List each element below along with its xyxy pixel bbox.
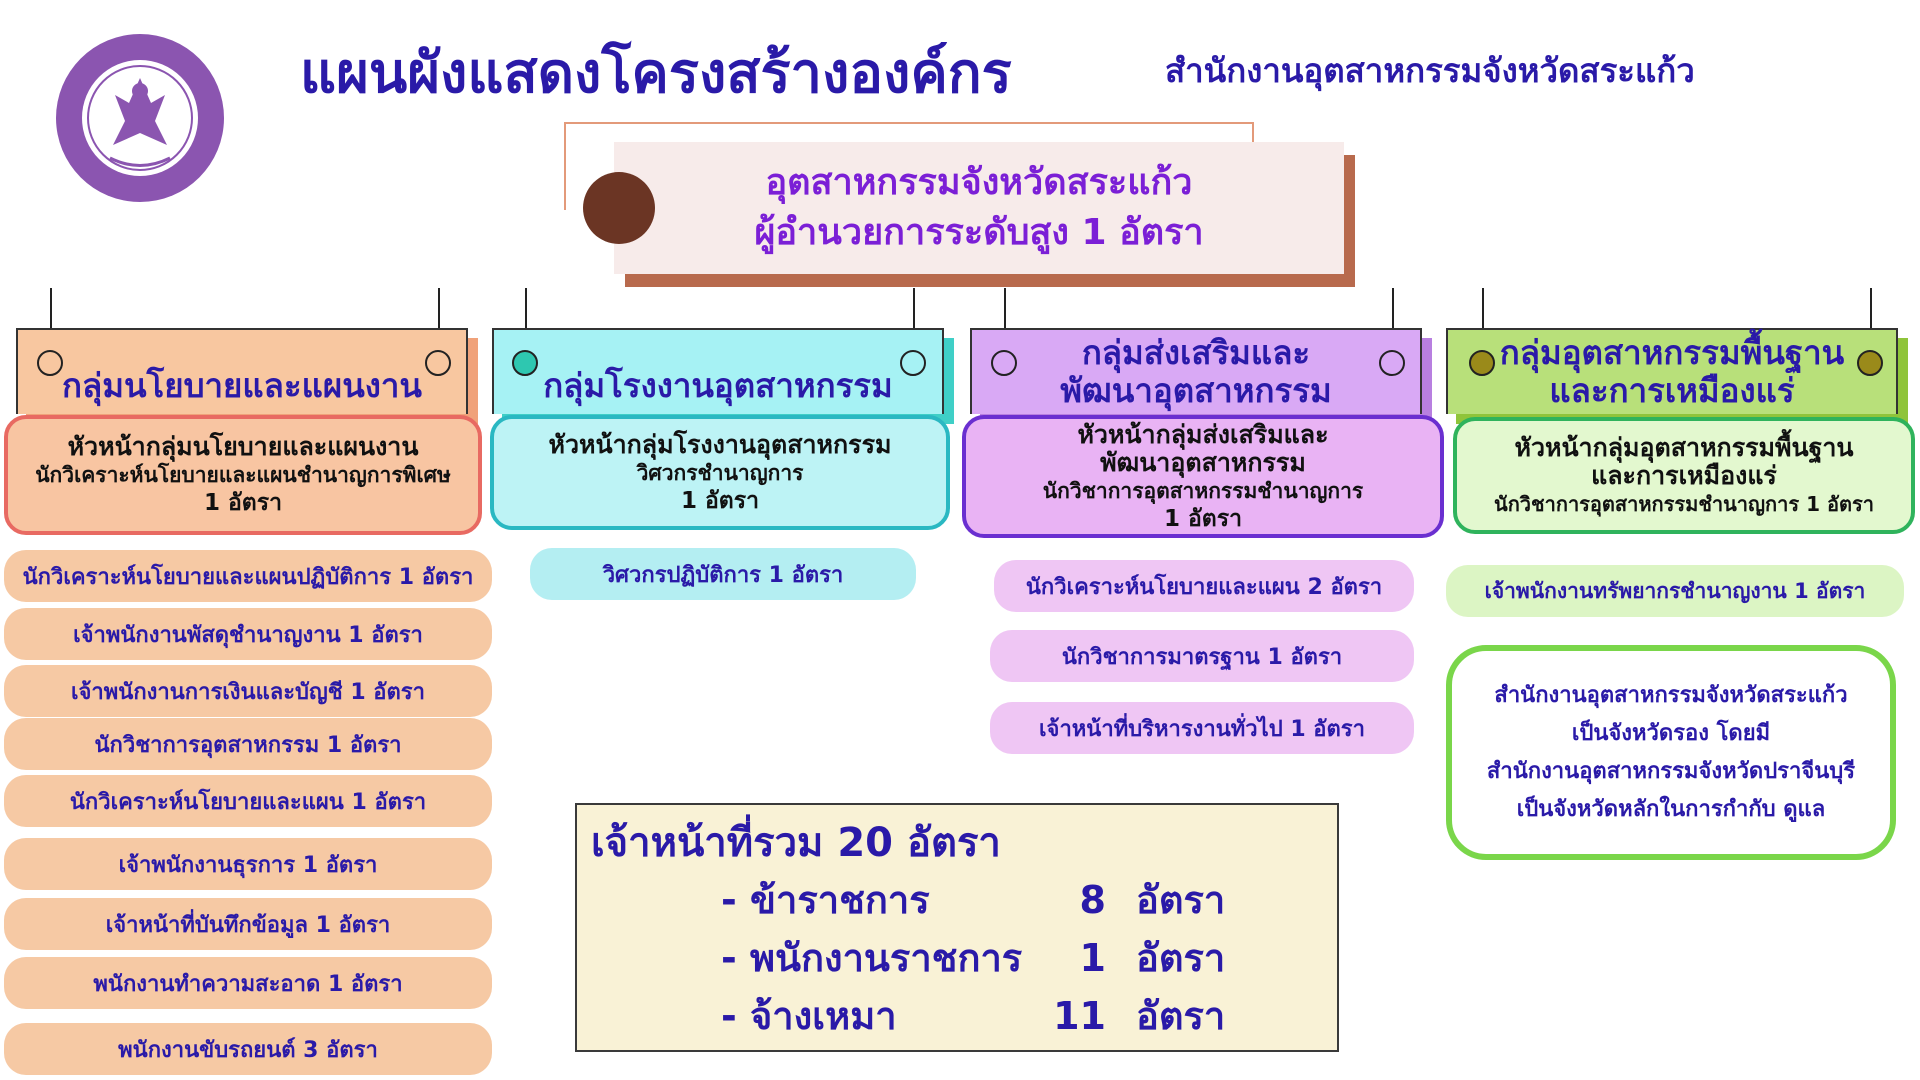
director-title: อุตสาหกรรมจังหวัดสระแก้ว bbox=[765, 162, 1193, 203]
head-box-basic: หัวหน้ากลุ่มอุตสาหกรรมพื้นฐาน และการเหมื… bbox=[1453, 417, 1915, 534]
head-position: นักวิชาการอุตสาหกรรมชำนาญการ 1 อัตรา bbox=[1494, 491, 1874, 516]
head-count: 1 อัตรา bbox=[1163, 505, 1243, 532]
pin-icon bbox=[1469, 350, 1495, 376]
pin-icon bbox=[900, 350, 926, 376]
note-line: เป็นจังหวัดหลักในการกำกับ ดูแล bbox=[1516, 796, 1826, 822]
pin-icon bbox=[512, 350, 538, 376]
staff-pill: เจ้าหน้าที่บริหารงานทั่วไป 1 อัตรา bbox=[990, 702, 1414, 754]
summary-row: - จ้างเหมา 11 อัตรา bbox=[591, 987, 1323, 1045]
summary-row: - ข้าราชการ 8 อัตรา bbox=[591, 871, 1323, 929]
summary-title: เจ้าหน้าที่รวม 20 อัตรา bbox=[591, 820, 1001, 866]
pin-line bbox=[1392, 288, 1394, 360]
summary-box: เจ้าหน้าที่รวม 20 อัตรา - ข้าราชการ 8 อั… bbox=[575, 803, 1339, 1052]
pin-line bbox=[913, 288, 915, 360]
group-name-line1: กลุ่มอุตสาหกรรมพื้นฐาน bbox=[1499, 333, 1845, 372]
pin-icon bbox=[1857, 350, 1883, 376]
head-box-promotion: หัวหน้ากลุ่มส่งเสริมและ พัฒนาอุตสาหกรรม … bbox=[962, 415, 1444, 538]
group-header-basic: กลุ่มอุตสาหกรรมพื้นฐาน และการเหมืองแร่ bbox=[1446, 328, 1898, 414]
page-title: แผนผังแสดงโครงสร้างองค์กร bbox=[300, 41, 1012, 106]
note-box: สำนักงานอุตสาหกรรมจังหวัดสระแก้ว เป็นจัง… bbox=[1446, 645, 1896, 860]
summary-count: 8 bbox=[1079, 878, 1106, 922]
pin-icon bbox=[37, 350, 63, 376]
pin-line bbox=[1004, 288, 1006, 360]
summary-count: 11 bbox=[1053, 994, 1106, 1038]
note-line: สำนักงานอุตสาหกรรมจังหวัดสระแก้ว bbox=[1494, 682, 1848, 708]
group-header-factory: กลุ่มโรงงานอุตสาหกรรม bbox=[492, 328, 944, 414]
head-position: นักวิชาการอุตสาหกรรมชำนาญการ bbox=[1042, 478, 1364, 503]
head-title-line2: พัฒนาอุตสาหกรรม bbox=[1100, 447, 1306, 477]
pin-line bbox=[1482, 288, 1484, 360]
note-line: เป็นจังหวัดรอง โดยมี bbox=[1571, 720, 1771, 746]
head-title-line2: และการเหมืองแร่ bbox=[1591, 460, 1777, 490]
group-header-promotion: กลุ่มส่งเสริมและ พัฒนาอุตสาหกรรม bbox=[970, 328, 1422, 414]
ministry-logo bbox=[56, 34, 224, 202]
director-rank: ผู้อำนวยการระดับสูง 1 อัตรา bbox=[754, 212, 1204, 253]
page-subtitle: สำนักงานอุตสาหกรรมจังหวัดสระแก้ว bbox=[1165, 51, 1695, 90]
group-name-line2: พัฒนาอุตสาหกรรม bbox=[1060, 371, 1332, 410]
group-name-line2: และการเหมืองแร่ bbox=[1549, 371, 1795, 410]
staff-pill: เจ้าพนักงานการเงินและบัญชี 1 อัตรา bbox=[4, 665, 492, 717]
staff-pill: นักวิชาการอุตสาหกรรม 1 อัตรา bbox=[4, 718, 492, 770]
summary-count: 1 bbox=[1079, 936, 1106, 980]
head-count: 1 อัตรา bbox=[680, 487, 760, 514]
head-position: นักวิเคราะห์นโยบายและแผนชำนาญการพิเศษ bbox=[35, 463, 451, 487]
head-title-line1: หัวหน้ากลุ่มส่งเสริมและ bbox=[1077, 419, 1329, 449]
head-title: หัวหน้ากลุ่มนโยบายและแผนงาน bbox=[67, 432, 419, 461]
staff-pill: วิศวกรปฏิบัติการ 1 อัตรา bbox=[530, 548, 916, 600]
group-name-line1: กลุ่มส่งเสริมและ bbox=[1081, 333, 1311, 372]
pin-line bbox=[50, 288, 52, 360]
pin-icon bbox=[425, 350, 451, 376]
pin-line bbox=[1870, 288, 1872, 360]
head-title: หัวหน้ากลุ่มโรงงานอุตสาหกรรม bbox=[548, 429, 892, 459]
summary-unit: อัตรา bbox=[1136, 994, 1226, 1038]
staff-pill: นักวิเคราะห์นโยบายและแผน 1 อัตรา bbox=[4, 775, 492, 827]
summary-unit: อัตรา bbox=[1136, 878, 1226, 922]
staff-pill: เจ้าหน้าที่บันทึกข้อมูล 1 อัตรา bbox=[4, 898, 492, 950]
group-name: กลุ่มโรงงานอุตสาหกรรม bbox=[543, 366, 893, 405]
pin-icon bbox=[1379, 350, 1405, 376]
head-count: 1 อัตรา bbox=[203, 490, 283, 516]
head-box-factory: หัวหน้ากลุ่มโรงงานอุตสาหกรรม วิศวกรชำนาญ… bbox=[490, 415, 950, 530]
staff-pill: เจ้าพนักงานทรัพยากรชำนาญงาน 1 อัตรา bbox=[1446, 565, 1904, 617]
staff-pill: นักวิเคราะห์นโยบายและแผน 2 อัตรา bbox=[994, 560, 1414, 612]
head-title-line1: หัวหน้ากลุ่มอุตสาหกรรมพื้นฐาน bbox=[1514, 432, 1854, 462]
staff-pill: เจ้าพนักงานพัสดุชำนาญงาน 1 อัตรา bbox=[4, 608, 492, 660]
staff-pill: พนักงานขับรถยนต์ 3 อัตรา bbox=[4, 1023, 492, 1075]
pin-line bbox=[525, 288, 527, 360]
summary-row: - พนักงานราชการ 1 อัตรา bbox=[591, 929, 1323, 987]
note-line: สำนักงานอุตสาหกรรมจังหวัดปราจีนบุรี bbox=[1486, 758, 1856, 784]
summary-unit: อัตรา bbox=[1136, 936, 1226, 980]
pin-line bbox=[438, 288, 440, 360]
group-name: กลุ่มนโยบายและแผนงาน bbox=[62, 366, 422, 405]
summary-label: - พนักงานราชการ bbox=[721, 936, 1023, 980]
summary-label: - ข้าราชการ bbox=[721, 878, 930, 922]
staff-pill: นักวิเคราะห์นโยบายและแผนปฏิบัติการ 1 อัต… bbox=[4, 550, 492, 602]
staff-pill: พนักงานทำความสะอาด 1 อัตรา bbox=[4, 957, 492, 1009]
director-box: อุตสาหกรรมจังหวัดสระแก้ว ผู้อำนวยการระดั… bbox=[614, 142, 1344, 274]
group-header-policy: กลุ่มนโยบายและแผนงาน bbox=[16, 328, 468, 414]
director-circle-icon bbox=[583, 172, 655, 244]
pin-icon bbox=[991, 350, 1017, 376]
staff-pill: เจ้าพนักงานธุรการ 1 อัตรา bbox=[4, 838, 492, 890]
summary-label: - จ้างเหมา bbox=[721, 994, 897, 1038]
staff-pill: นักวิชาการมาตรฐาน 1 อัตรา bbox=[990, 630, 1414, 682]
head-position: วิศวกรชำนาญการ bbox=[636, 460, 804, 485]
head-box-policy: หัวหน้ากลุ่มนโยบายและแผนงาน นักวิเคราะห์… bbox=[4, 415, 482, 535]
